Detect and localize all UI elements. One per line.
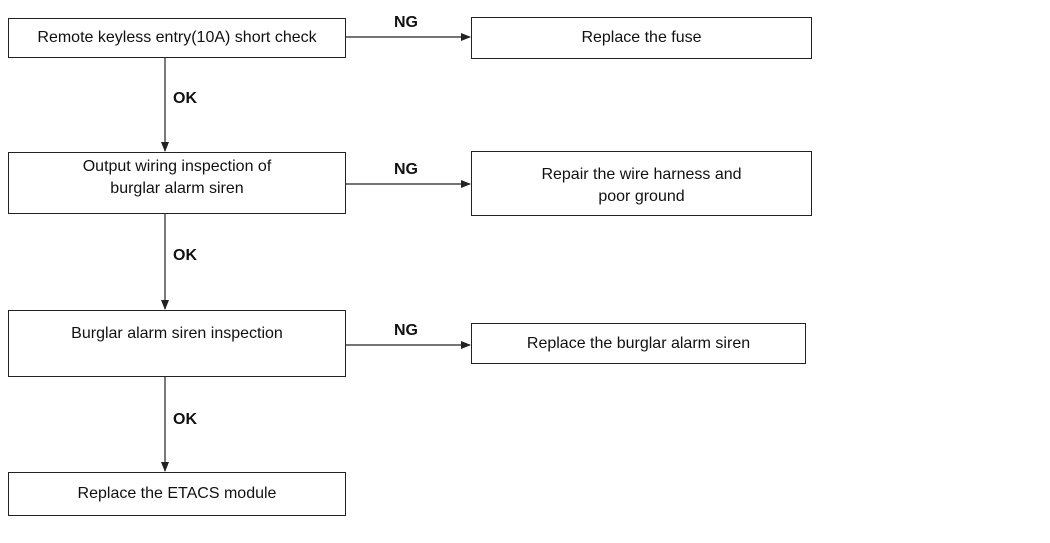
step-2-ng-action-box: Repair the wire harness and poor ground (471, 151, 812, 216)
step-1-text: Remote keyless entry(10A) short check (37, 29, 317, 46)
step-1-ok-label: OK (173, 90, 197, 107)
step-3-ng-label: NG (394, 322, 418, 339)
final-step-box: Replace the ETACS module (8, 472, 346, 516)
step-3-ng-action-box: Replace the burglar alarm siren (471, 323, 806, 364)
step-2-ng-label: NG (394, 161, 418, 178)
step-1-ng-label: NG (394, 14, 418, 31)
step-1-ng-action-box: Replace the fuse (471, 17, 812, 59)
step-3-box: Burglar alarm siren inspection (8, 310, 346, 377)
step-3-text: Burglar alarm siren inspection (71, 325, 283, 342)
step-3-ng-action-text: Replace the burglar alarm siren (526, 334, 751, 352)
step-1-box: Remote keyless entry(10A) short check (8, 18, 346, 58)
step-2-ng-action-text: Repair the wire harness and poor ground (541, 166, 742, 205)
step-2-ok-label: OK (173, 247, 197, 264)
step-2-box: Output wiring inspection of burglar alar… (8, 152, 346, 214)
step-3-ok-label: OK (173, 411, 197, 428)
final-step-text: Replace the ETACS module (77, 485, 277, 502)
step-1-ng-action-text: Replace the fuse (581, 29, 702, 46)
step-2-text: Output wiring inspection of burglar alar… (82, 158, 272, 197)
